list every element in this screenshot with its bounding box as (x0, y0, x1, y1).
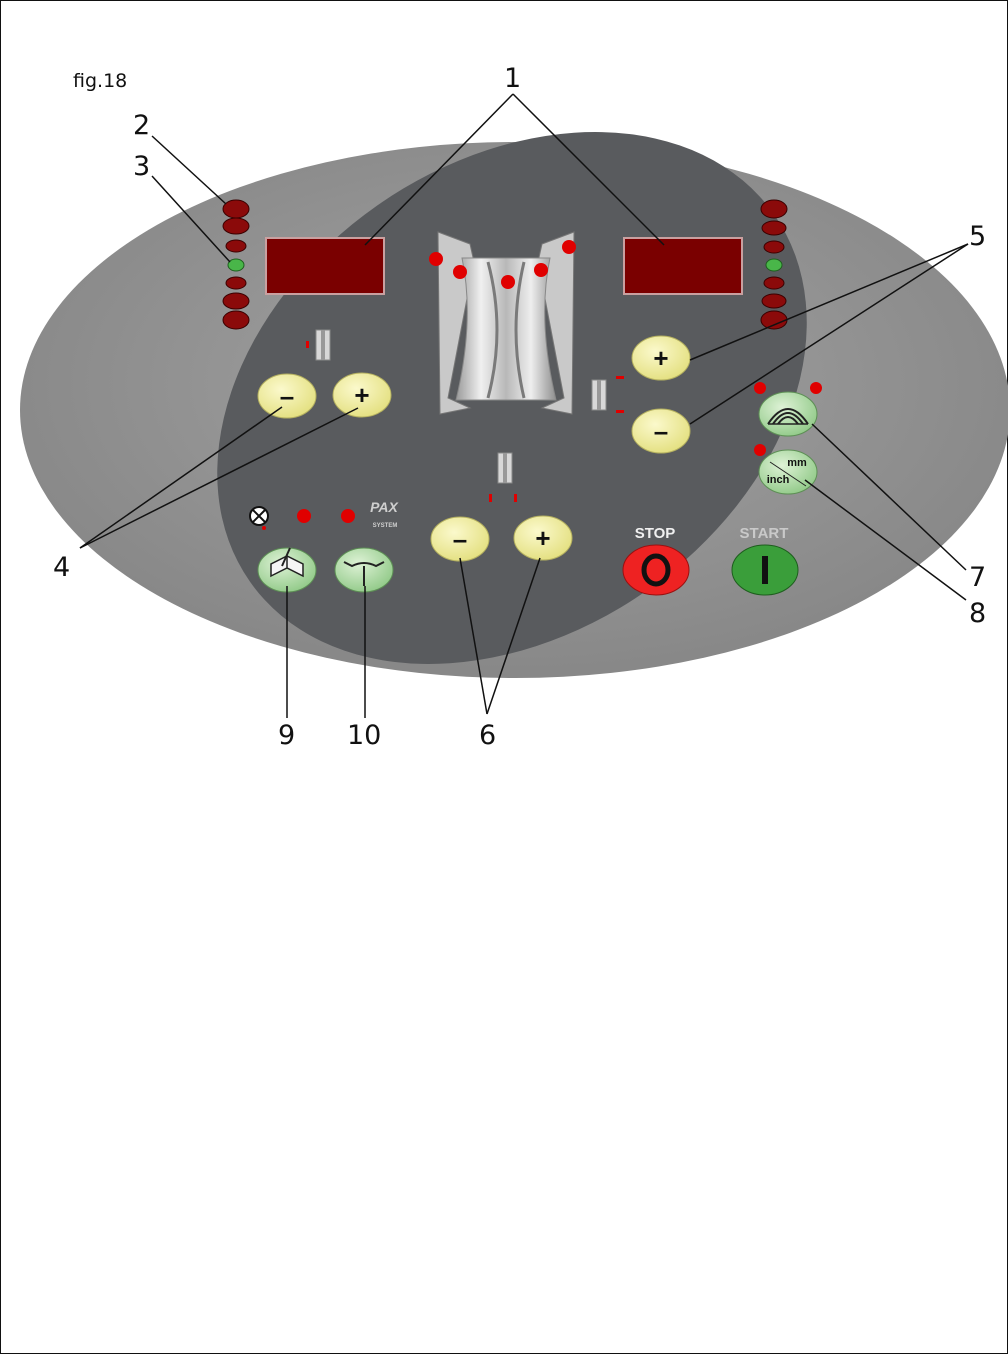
led-red (754, 444, 766, 456)
led-red (225, 239, 247, 253)
left-display (265, 237, 385, 295)
led-red (222, 199, 250, 219)
led-red (760, 199, 788, 219)
right-display (623, 237, 743, 295)
rim-width-icon (306, 329, 331, 361)
left-minus-button[interactable]: – (257, 373, 317, 419)
callout-3: 3 (133, 151, 150, 182)
wheel-rim-icon (429, 231, 576, 415)
rim-distance-icon (591, 376, 624, 413)
callout-6: 6 (479, 720, 496, 751)
units-mm-label: mm (787, 457, 807, 469)
start-button[interactable] (731, 544, 799, 596)
wheel-arc-icon (767, 408, 809, 425)
led-red (562, 240, 576, 254)
led-red (763, 276, 785, 290)
minus-symbol: – (453, 524, 467, 554)
led-red (501, 275, 515, 289)
right-led-column (760, 199, 788, 330)
callout-8: 8 (969, 598, 986, 629)
led-red (453, 265, 467, 279)
left-plus-button[interactable]: + (332, 372, 392, 418)
right-minus-button[interactable]: – (631, 408, 691, 454)
pax-logo-text: PAX (370, 499, 399, 515)
wheel-type-icon (249, 506, 269, 530)
left-led-column (222, 199, 250, 330)
led-red (761, 293, 787, 309)
plus-symbol: + (354, 380, 369, 410)
book-icon (270, 555, 304, 578)
callout-9: 9 (278, 720, 295, 751)
led-red (222, 310, 250, 330)
units-inch-label: inch (767, 474, 790, 486)
led-red (763, 240, 785, 254)
minus-symbol: – (280, 381, 294, 411)
units-toggle-button[interactable]: mm inch (758, 449, 818, 495)
pax-system-logo: PAX SYSTEM (370, 499, 399, 529)
pax-system-text: SYSTEM (373, 523, 398, 529)
led-red (429, 252, 443, 266)
callout-2: 2 (133, 110, 150, 141)
right-plus-button[interactable]: + (631, 335, 691, 381)
start-label: START (740, 525, 789, 542)
start-i-icon (762, 556, 768, 584)
led-red (534, 263, 548, 277)
rim-profile-button[interactable] (334, 547, 394, 593)
led-red (754, 382, 766, 394)
led-green (227, 258, 245, 272)
led-red (341, 509, 355, 523)
balancing-mode-button[interactable] (758, 391, 818, 437)
stop-o-icon (641, 553, 671, 587)
led-red (810, 382, 822, 394)
rim-diameter-icon (489, 452, 517, 502)
plus-symbol: + (653, 343, 668, 373)
led-red (222, 217, 250, 235)
callout-10: 10 (347, 720, 381, 751)
led-red (225, 276, 247, 290)
plus-symbol: + (535, 523, 550, 553)
led-red (760, 310, 788, 330)
led-red (761, 220, 787, 236)
callout-7: 7 (969, 562, 986, 593)
figure-label: fig.18 (73, 70, 127, 92)
bottom-plus-button[interactable]: + (513, 515, 573, 561)
callout-1: 1 (504, 63, 521, 94)
rim-profile-icon (343, 561, 385, 586)
led-red (222, 292, 250, 310)
manual-button[interactable] (257, 547, 317, 593)
stop-label: STOP (635, 525, 676, 542)
stop-button[interactable] (622, 544, 690, 596)
leader-lines (79, 93, 969, 718)
callout-4: 4 (53, 552, 70, 583)
callout-5: 5 (969, 221, 986, 252)
bottom-minus-button[interactable]: – (430, 516, 490, 562)
minus-symbol: – (654, 416, 668, 446)
led-red (297, 509, 311, 523)
led-green (765, 258, 783, 272)
